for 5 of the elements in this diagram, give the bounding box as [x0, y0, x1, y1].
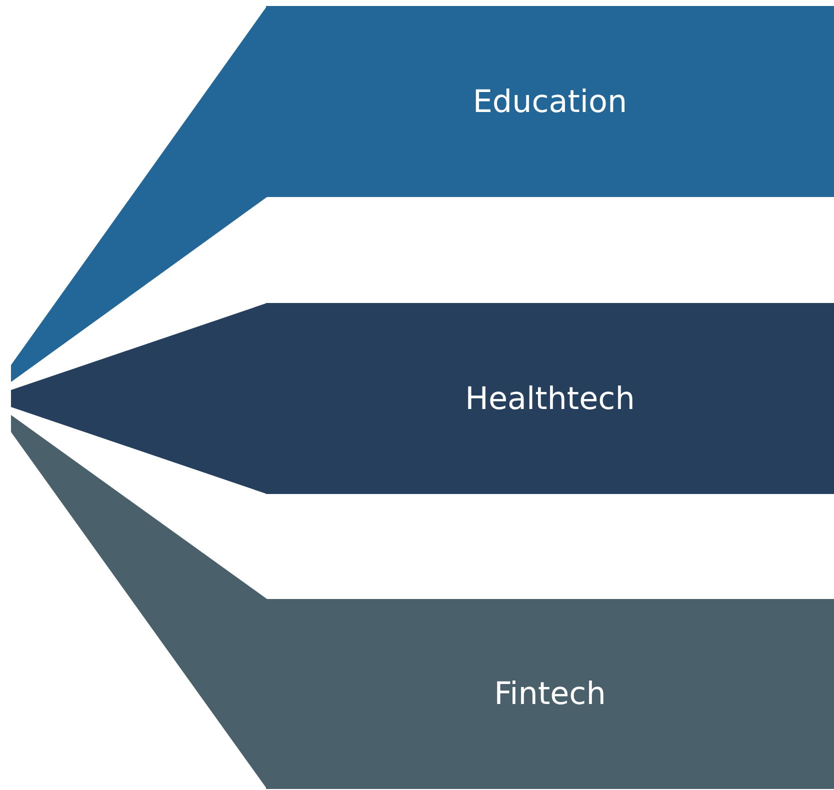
category-band	[266, 6, 834, 197]
band-label: Fintech	[494, 676, 606, 712]
category-band	[266, 599, 834, 789]
band-label: Healthtech	[465, 380, 635, 416]
band-label: Education	[472, 84, 628, 120]
